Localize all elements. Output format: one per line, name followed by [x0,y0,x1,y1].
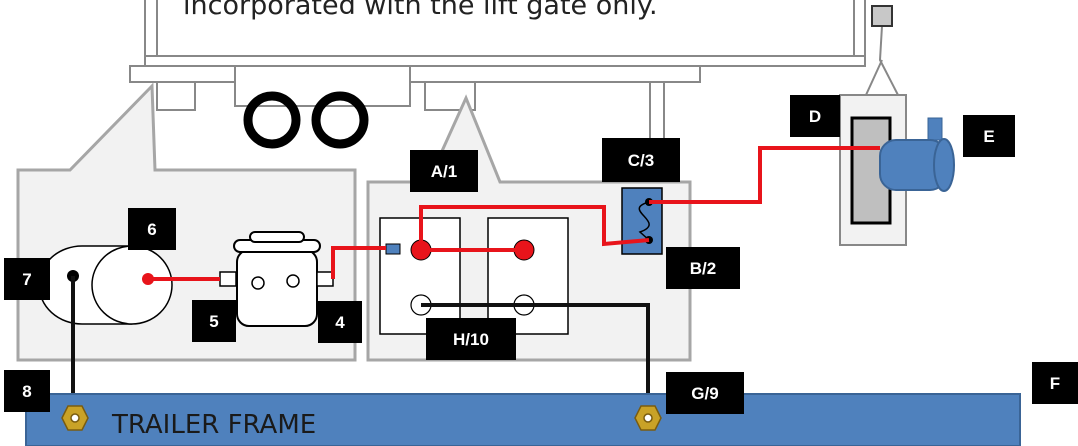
svg-text:7: 7 [22,270,31,289]
svg-text:4: 4 [335,313,345,332]
svg-text:8: 8 [22,382,31,401]
battery [38,245,173,325]
svg-text:B/2: B/2 [690,259,716,278]
label-C: C/3 [602,138,680,182]
trailer-wheels [243,91,369,149]
svg-text:C/3: C/3 [628,151,654,170]
svg-text:5: 5 [209,312,218,331]
note-text: incorporated with the lift gate only. [183,0,658,21]
frame-bolt-left [61,405,89,431]
trailer-frame [25,393,1021,446]
trailer-body [129,0,866,180]
svg-text:E: E [983,127,994,146]
label-H: H/10 [426,318,516,360]
solenoid [219,231,334,327]
svg-text:D: D [809,107,821,126]
frame-bolt-right [634,405,662,431]
ground-wires [71,276,650,412]
svg-text:G/9: G/9 [691,384,718,403]
label-7: 7 [4,258,50,300]
svg-text:F: F [1050,374,1060,393]
label-8: 8 [4,370,50,412]
label-5: 5 [192,300,236,342]
label-D: D [790,95,840,137]
label-E: E [963,115,1015,157]
frame-label: TRAILER FRAME [111,410,316,440]
svg-text:H/10: H/10 [453,330,489,349]
label-G: G/9 [666,372,744,414]
label-6: 6 [128,208,176,250]
label-B: B/2 [666,247,740,289]
label-F: F [1032,362,1078,404]
svg-text:A/1: A/1 [431,162,457,181]
svg-text:6: 6 [147,220,156,239]
positive-wires [148,146,880,281]
circuit-breaker [621,187,663,255]
pump-assembly [839,5,955,246]
label-4: 4 [318,301,362,343]
label-A: A/1 [410,150,478,192]
batteries-pair [379,217,569,335]
